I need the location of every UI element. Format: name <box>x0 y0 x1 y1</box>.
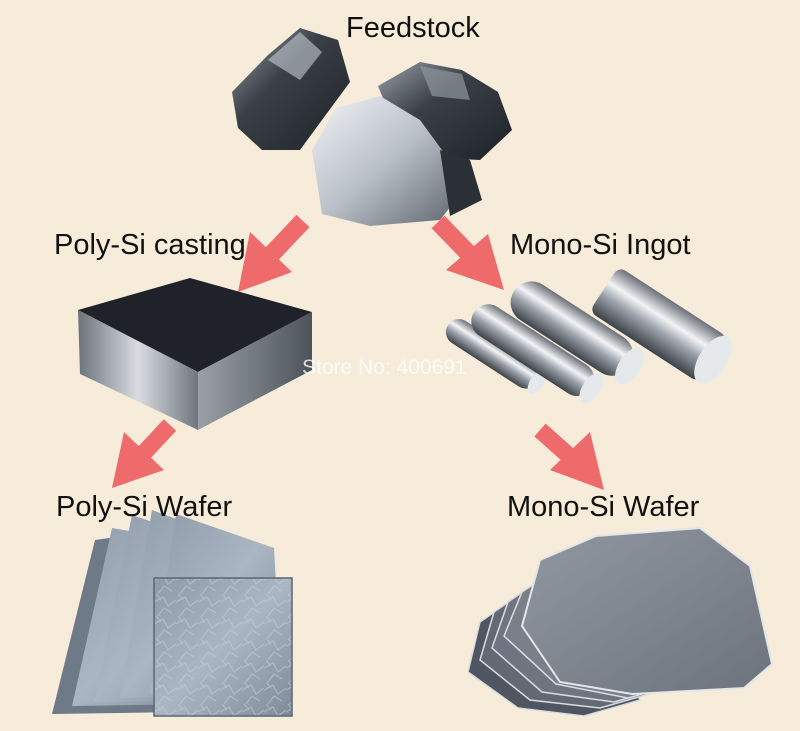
mono-ingot-rods-image <box>445 269 732 404</box>
poly-wafer-label: Poly-Si Wafer <box>56 491 233 523</box>
mono-wafer-stack-image <box>467 526 774 717</box>
poly-wafer-stack-image <box>52 510 293 717</box>
mono-wafer-label: Mono-Si Wafer <box>507 491 700 523</box>
poly-casting-block-image <box>78 278 312 430</box>
arrow-ingot-to-mono-wafer <box>534 423 604 490</box>
poly-casting-label: Poly-Si casting <box>54 229 246 261</box>
feedstock-label: Feedstock <box>346 12 480 44</box>
mono-ingot-label: Mono-Si Ingot <box>510 229 691 261</box>
store-watermark: Store No: 400691 <box>302 356 467 379</box>
feedstock-image <box>232 28 512 226</box>
arrow-feedstock-to-ingot <box>431 215 504 290</box>
arrow-casting-to-poly-wafer <box>112 419 177 488</box>
arrow-feedstock-to-casting <box>238 214 310 292</box>
